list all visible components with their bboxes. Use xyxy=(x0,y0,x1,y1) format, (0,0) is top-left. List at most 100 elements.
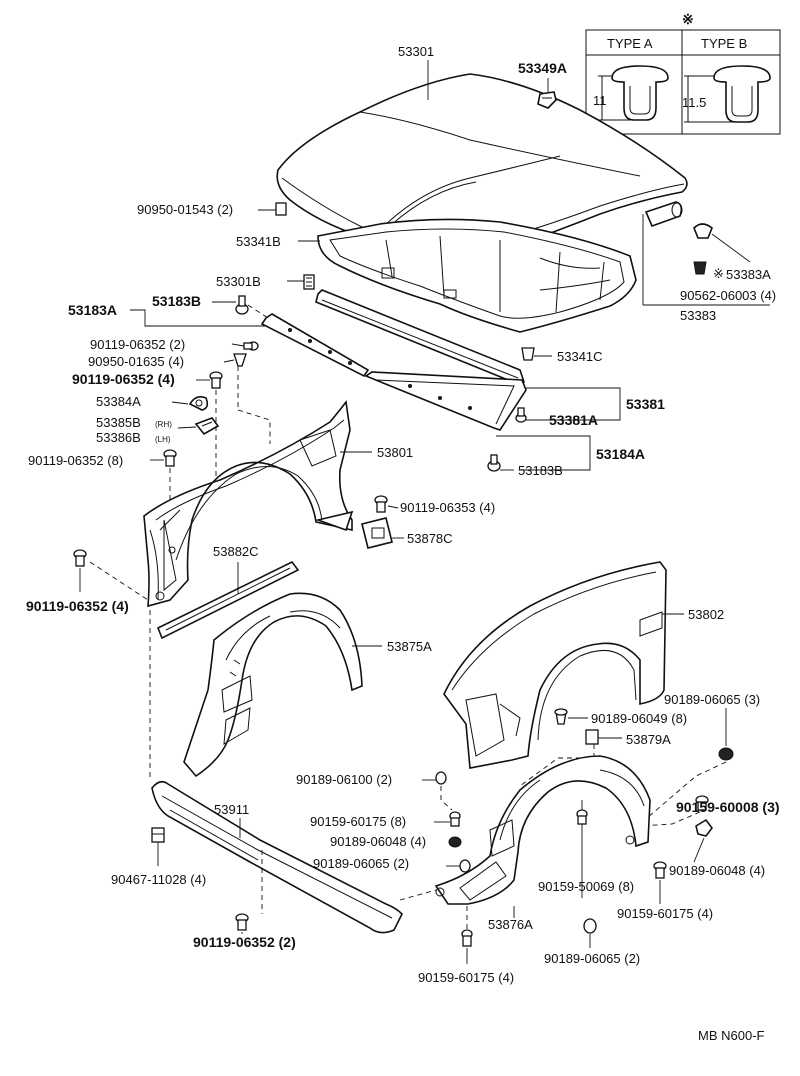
label-rear-seal-clip-note: ※ xyxy=(713,266,724,281)
screw-90159-60008 xyxy=(695,795,709,811)
label-clip-90950-01543: 90950-01543 (2) xyxy=(137,202,233,217)
label-fender-seal: 53882C xyxy=(213,544,259,559)
label-clip-90189-06065-2b: 90189-06065 (2) xyxy=(544,951,640,966)
type-b-clip-drawing xyxy=(684,65,771,123)
fender-liner-bracket xyxy=(361,517,393,549)
label-seal-assembly: 53381 xyxy=(626,396,665,412)
hood-cushion xyxy=(537,91,557,109)
hood-rear-seal xyxy=(644,201,683,228)
label-screw-90119-06352-2: 90119-06352 (2) xyxy=(90,337,185,352)
clip-90189-06100 xyxy=(435,771,447,785)
label-screw-90159-60008: 90159-60008 (3) xyxy=(676,799,780,815)
seal-clip xyxy=(515,407,527,423)
clip-90189-06048-a xyxy=(448,836,462,848)
label-hood-rear-seal: 53383 xyxy=(680,308,716,323)
screw-90119-06352-a xyxy=(243,341,259,351)
clip-90189-06065-b xyxy=(459,859,471,873)
label-screw-90159-60175-bottom: 90159-60175 (4) xyxy=(418,970,514,985)
label-bolt-90119-06353: 90119-06353 (4) xyxy=(400,500,495,515)
label-bolt-90119-06352-side: 90119-06352 (4) xyxy=(26,598,129,614)
label-seal-clip-upper: 53183B xyxy=(152,293,201,309)
label-liner-clip: 53879A xyxy=(626,732,671,747)
label-bolt-90119-06352-8: 90119-06352 (8) xyxy=(28,453,123,468)
label-bracket-lh: 53386B xyxy=(96,430,141,445)
hood-seal-strip xyxy=(315,289,526,385)
label-hood-stopper: 53301B xyxy=(216,274,261,289)
label-clip-90562: 90562-06003 (4) xyxy=(680,288,776,303)
type-a-header: TYPE A xyxy=(607,36,653,51)
hood-clip xyxy=(275,202,287,216)
fender-side-bracket xyxy=(194,417,220,436)
label-rear-seal-clip: 53383A xyxy=(726,267,771,282)
label-seal-clip-lower: 53183B xyxy=(518,463,563,478)
label-clip-90189-06065-3: 90189-06065 (3) xyxy=(664,692,760,707)
bolt-90119-06352-side xyxy=(73,549,87,567)
fender-lh xyxy=(143,399,354,608)
screw-90159-60175-a xyxy=(449,811,461,827)
bolt-90119-06352-a xyxy=(209,371,223,389)
seal-clip-upper xyxy=(235,295,249,315)
type-a-dimension: 11 xyxy=(593,93,607,108)
label-clip-90189-06048-4: 90189-06048 (4) xyxy=(330,834,426,849)
screw-90159-60175-b xyxy=(653,861,667,879)
label-clip-90189-06048-side: 90189-06048 (4) xyxy=(669,863,765,878)
label-clip-90189-06100: 90189-06100 (2) xyxy=(296,772,392,787)
seal-clip-lower xyxy=(487,454,501,472)
figure-code: MB N600-F xyxy=(698,1028,765,1043)
label-clip-90189-06065-2: 90189-06065 (2) xyxy=(313,856,409,871)
table-note-mark: ※ xyxy=(682,11,694,27)
label-fender-rh: 53802 xyxy=(688,607,724,622)
label-seal-clip: 53381A xyxy=(549,412,598,428)
screw-90159-50069 xyxy=(576,809,588,825)
clip-90950-01635 xyxy=(233,353,247,367)
label-bolt-90119-06352-4: 90119-06352 (4) xyxy=(72,371,175,387)
hood-stopper-cushion xyxy=(303,274,315,290)
label-bracket-lh-tag: (LH) xyxy=(155,435,171,444)
label-fender-bracket: 53384A xyxy=(96,394,141,409)
nut-90467-11028 xyxy=(151,827,165,843)
label-hood-cushion: 53349A xyxy=(518,60,567,76)
clip-90189-06065-c xyxy=(583,918,597,934)
clip-90189-06049 xyxy=(554,708,568,725)
label-seal-group: 53183A xyxy=(68,302,117,318)
label-bracket-rh: 53385B xyxy=(96,415,141,430)
bolt-90119-06352-c xyxy=(235,913,249,931)
fender-liner-lh xyxy=(183,592,363,778)
label-fender-lh: 53801 xyxy=(377,445,413,460)
cowl-seal-upper xyxy=(260,313,370,378)
cowl-seal-lower xyxy=(364,371,527,431)
fender-rh xyxy=(443,561,667,769)
label-bolt-90119-06352-2: 90119-06352 (2) xyxy=(193,934,296,950)
type-b-header: TYPE B xyxy=(701,36,747,51)
label-screw-90159-60175-8: 90159-60175 (8) xyxy=(310,814,406,829)
clip-90562 xyxy=(693,261,707,275)
label-screw-90159-50069: 90159-50069 (8) xyxy=(538,879,634,894)
type-b-dimension: 11.5 xyxy=(682,95,706,110)
label-front-spoiler: 53911 xyxy=(214,802,249,817)
liner-clip xyxy=(585,729,599,745)
label-clip-90189-06049: 90189-06049 (8) xyxy=(591,711,687,726)
label-bracket-rh-tag: (RH) xyxy=(155,420,172,429)
clip-90189-06065-a xyxy=(718,747,734,761)
screw-90159-60175-c xyxy=(461,929,473,947)
label-seal-group-lower: 53184A xyxy=(596,446,645,462)
rear-seal-clip xyxy=(693,223,713,239)
bolt-90119-06352-b xyxy=(163,449,177,467)
label-fender-liner-rh: 53876A xyxy=(488,917,533,932)
hood-inner-frame xyxy=(317,218,637,333)
fender-seal xyxy=(156,560,300,640)
fender-liner-rh xyxy=(434,755,651,905)
bolt-90119-06353 xyxy=(374,495,388,513)
hood-seal-clip xyxy=(521,347,535,361)
fender-bracket xyxy=(188,396,209,411)
type-a-clip-drawing xyxy=(598,65,669,121)
front-spoiler xyxy=(151,780,403,934)
clip-type-table: ※ TYPE A TYPE B 11 11.5 xyxy=(585,11,781,135)
label-screw-90159-60175-4: 90159-60175 (4) xyxy=(617,906,713,921)
label-nut-90467: 90467-11028 (4) xyxy=(111,872,206,887)
label-hood: 53301 xyxy=(398,44,434,59)
label-hood-frame: 53341B xyxy=(236,234,281,249)
label-hood-seal: 53341C xyxy=(557,349,603,364)
label-clip-90950-01635: 90950-01635 (4) xyxy=(88,354,184,369)
label-fender-liner-lh: 53875A xyxy=(387,639,432,654)
